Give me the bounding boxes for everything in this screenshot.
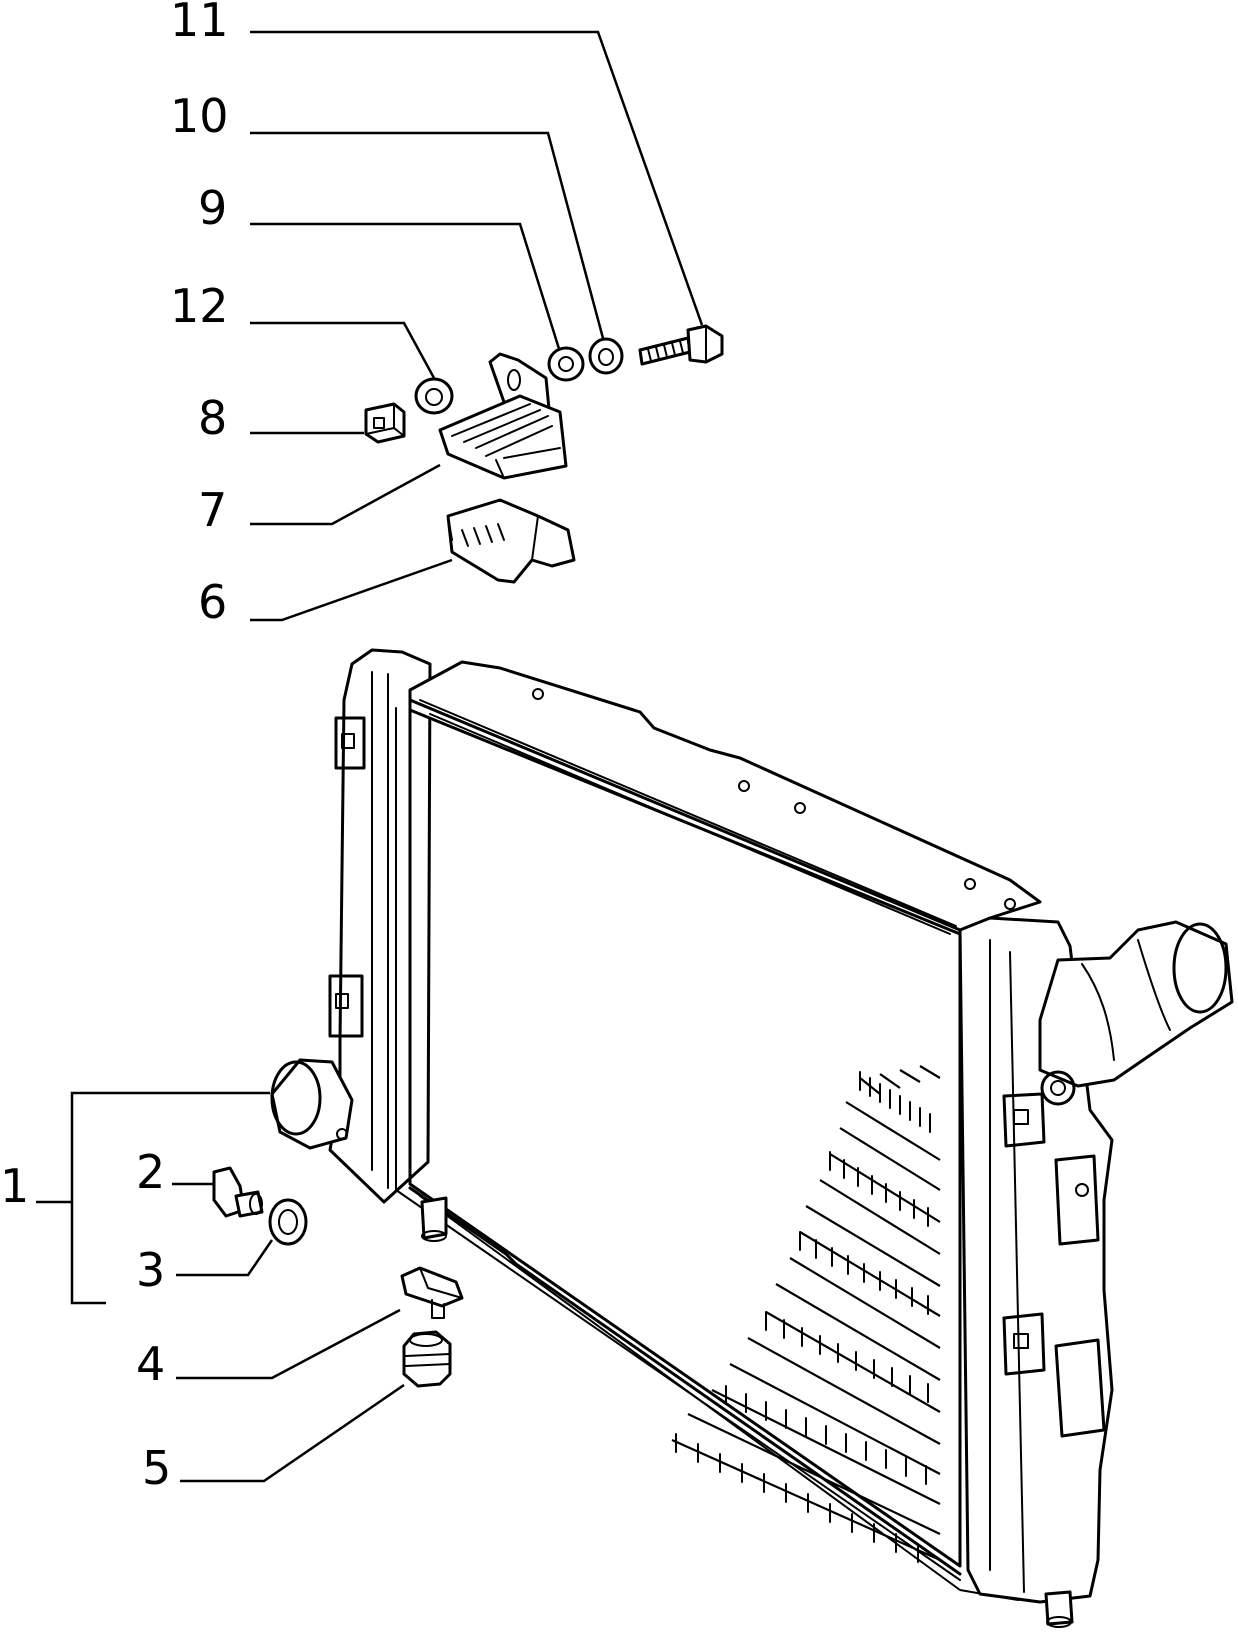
bolt-part-11 [638, 324, 724, 366]
callout-3: 3 [136, 1243, 165, 1297]
callout-6: 6 [198, 575, 227, 629]
leader-7 [250, 463, 441, 526]
washer-part-12 [414, 377, 454, 415]
callout-2: 2 [136, 1145, 165, 1199]
leader-9 [250, 222, 562, 353]
core-frame [408, 698, 962, 1568]
nut-part-10 [588, 337, 624, 375]
callout-7: 7 [198, 483, 227, 537]
callout-labels: 11 10 9 12 8 7 6 1 2 3 4 5 [0, 0, 229, 1495]
callout-4: 4 [136, 1337, 165, 1391]
top-header [408, 660, 1042, 936]
callout-5: 5 [142, 1441, 171, 1495]
callout-10: 10 [170, 89, 229, 143]
clip-part-8 [364, 402, 406, 444]
bleeder-valve-part-2 [212, 1166, 264, 1218]
radiator-fins [671, 1065, 941, 1563]
rubber-pad-part-6 [446, 498, 576, 584]
callout-1: 1 [0, 1159, 29, 1213]
callout-11: 11 [170, 0, 229, 47]
leader-5 [180, 1383, 405, 1483]
left-tank [328, 648, 432, 1204]
callout-12: 12 [170, 279, 229, 333]
washer-part-3 [268, 1198, 308, 1246]
outlet-pipe [1038, 920, 1234, 1088]
radiator-core-assembly [270, 648, 1234, 1628]
washer-part-9 [547, 346, 585, 382]
leader-6 [250, 558, 453, 622]
callout-8: 8 [198, 391, 227, 445]
leader-4 [176, 1308, 401, 1380]
bracket-part-7 [438, 352, 568, 480]
leader-1-bracket [70, 1091, 270, 1305]
callout-9: 9 [198, 181, 227, 235]
plug-part-5 [402, 1330, 452, 1388]
leader-3 [176, 1239, 274, 1277]
leader-12 [250, 321, 436, 379]
leader-lines [36, 30, 704, 1483]
leader-11 [250, 30, 704, 326]
leader-10 [250, 131, 606, 343]
drain-plug-part-4 [400, 1266, 464, 1319]
